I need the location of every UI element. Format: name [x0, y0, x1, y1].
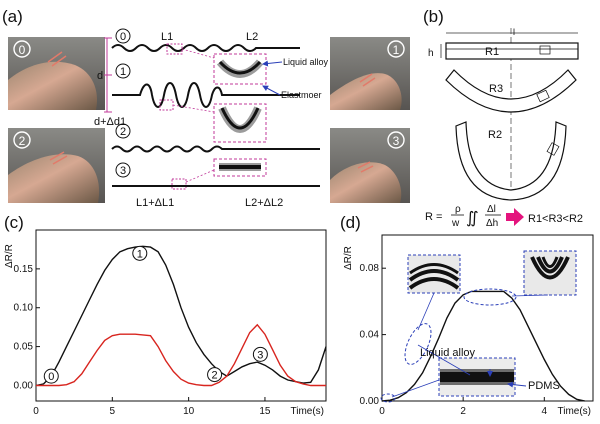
arrow-right-icon: [506, 208, 524, 226]
shape-r2: R2: [455, 121, 567, 201]
y-axis-label: ΔR/R: [343, 246, 354, 270]
series-line-1: [35, 245, 327, 387]
dimension-l: l: [513, 27, 515, 37]
photo-number-2: 2: [19, 134, 26, 148]
state-1: 1 Elastmoer: [112, 63, 322, 143]
state-2: 2: [111, 123, 320, 153]
photo-number-0: 0: [19, 43, 26, 57]
y-tick-label: 0.15: [14, 264, 34, 275]
label-r1: R1: [485, 46, 499, 58]
label-r2: R2: [488, 129, 502, 141]
panel-b-label: (b): [423, 7, 444, 26]
state-0: 0 L1 L2 Liquid alloy: [111, 28, 329, 85]
photo-number-3: 3: [393, 134, 400, 148]
finger-photo-3: 3: [330, 128, 410, 203]
shape-r3: R3: [445, 69, 577, 113]
segment-l2-stretched: L2+ΔL2: [245, 197, 283, 209]
x-tick-label: 2: [460, 406, 466, 417]
x-tick-label: 0: [379, 406, 385, 417]
x-tick-label: 5: [110, 406, 116, 417]
y-tick-label: 0.00: [360, 396, 380, 407]
state-marker-label-0: 0: [48, 371, 54, 383]
formula-dh: Δh: [486, 218, 498, 229]
label-elastomer: Elastmoer: [281, 90, 322, 100]
y-axis-label: ΔR/R: [4, 244, 15, 268]
formula-integral: ∬: [466, 210, 479, 227]
state-marker-label-2: 2: [212, 370, 218, 382]
y-tick-label: 0.08: [360, 263, 380, 274]
formula-lhs: R =: [425, 211, 442, 223]
state-number-0: 0: [120, 31, 126, 43]
annotation-pdms: PDMS: [528, 380, 560, 392]
state-number-2: 2: [120, 126, 126, 138]
x-tick-label: 4: [542, 406, 548, 417]
annotation-liquid-alloy: Liquid alloy: [420, 347, 476, 359]
label-liquid-alloy-a: Liquid alloy: [283, 57, 329, 67]
series-line-2: [36, 323, 326, 387]
y-tick-label: 0.04: [360, 330, 380, 341]
inset-photo-ring-2: [523, 250, 577, 296]
state-3: 3 L1+ΔL1 L2+ΔL2: [112, 158, 320, 209]
panel-b: (b) l h R1 R3 R2 R = ρ w ∬ Δl: [423, 7, 583, 229]
formula-w: w: [451, 218, 460, 229]
highlight-rise: [404, 323, 432, 365]
photo-number-1: 1: [393, 43, 400, 57]
series-line-1: [381, 290, 586, 402]
highlight-start: [380, 393, 396, 403]
y-tick-label: 0.05: [14, 342, 34, 353]
panel-d-label: (d): [340, 213, 361, 232]
x-axis-label: Time(s): [557, 406, 591, 417]
label-r3: R3: [489, 83, 503, 95]
state-marker-2: [207, 367, 223, 383]
formula-dl: Δl: [487, 204, 496, 215]
segment-l1: L1: [161, 31, 173, 43]
dimension-h: h: [428, 48, 434, 59]
x-tick-label: 10: [183, 406, 195, 417]
state-marker-1: [132, 245, 148, 261]
shape-r1: R1: [445, 42, 579, 60]
plot-frame: [381, 234, 594, 402]
zoom-connectors: [172, 48, 215, 183]
x-axis-label: Time(s): [290, 406, 324, 417]
state-marker-0: [43, 368, 59, 384]
inset-photo-ring-1: [407, 254, 461, 294]
state-marker-label-1: 1: [137, 248, 143, 260]
formula-conclusion: R1<R3<R2: [528, 213, 583, 225]
formula-rho: ρ: [455, 204, 461, 215]
dimension-d: d: [97, 70, 103, 82]
finger-photo-2: 2: [8, 128, 105, 203]
dimension-d-stretched: d+Δd1: [94, 116, 126, 128]
finger-photo-0: 0: [8, 37, 105, 110]
x-tick-label: 15: [259, 406, 271, 417]
state-number-1: 1: [120, 66, 126, 78]
segment-l1-stretched: L1+ΔL1: [136, 197, 174, 209]
highlight-plateau: [463, 288, 517, 306]
state-marker-label-3: 3: [257, 349, 263, 361]
segment-l2: L2: [246, 31, 258, 43]
y-tick-label: 0.00: [14, 380, 34, 391]
plot-frame: [35, 229, 327, 402]
panel-c-label: (c): [4, 213, 24, 232]
state-marker-3: [252, 346, 268, 362]
finger-photo-1: 1: [330, 37, 410, 110]
x-tick-label: 0: [33, 406, 39, 417]
panel-a-label: (a): [2, 7, 23, 26]
resistance-formula: R = ρ w ∬ Δl Δh R1<R3<R2: [425, 204, 583, 229]
y-tick-label: 0.10: [14, 303, 34, 314]
dimension-marks: d d+Δd1: [94, 37, 126, 128]
state-number-3: 3: [120, 165, 126, 177]
panel-a: (a) 0 1 2 3: [2, 7, 410, 209]
